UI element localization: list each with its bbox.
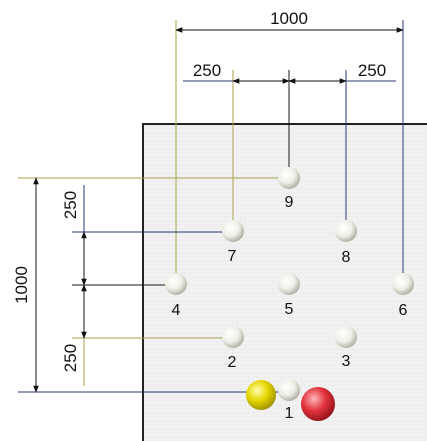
left-upper-offset-label: 250 [61, 191, 80, 219]
spot-8: 8 [335, 220, 357, 266]
spot-label-8: 8 [342, 249, 351, 266]
spot-label-2: 2 [228, 354, 237, 371]
spot-9: 9 [278, 167, 300, 211]
spot-label-4: 4 [172, 302, 181, 319]
spot-label-1: 1 [285, 405, 294, 422]
spot-1: 1 [278, 379, 300, 422]
yellow-ball [246, 380, 276, 410]
spot-label-6: 6 [399, 302, 408, 319]
spot-label-3: 3 [342, 353, 351, 370]
top-left-offset-label: 250 [193, 61, 221, 80]
left-lower-offset-label: 250 [61, 344, 80, 372]
spot-5: 5 [278, 273, 300, 318]
top-right-offset-label: 250 [358, 61, 386, 80]
spot-4: 4 [165, 273, 187, 319]
spot-label-5: 5 [285, 301, 294, 318]
spot-label-9: 9 [285, 194, 294, 211]
left-span-label: 1000 [12, 266, 31, 304]
table-border [142, 123, 427, 441]
spot-7: 7 [222, 220, 244, 265]
red-ball [301, 387, 335, 421]
spot-6: 6 [392, 273, 414, 319]
spot-label-7: 7 [228, 248, 237, 265]
top-span-label: 1000 [270, 9, 308, 28]
spot-2: 2 [222, 326, 244, 371]
spot-3: 3 [335, 326, 357, 370]
